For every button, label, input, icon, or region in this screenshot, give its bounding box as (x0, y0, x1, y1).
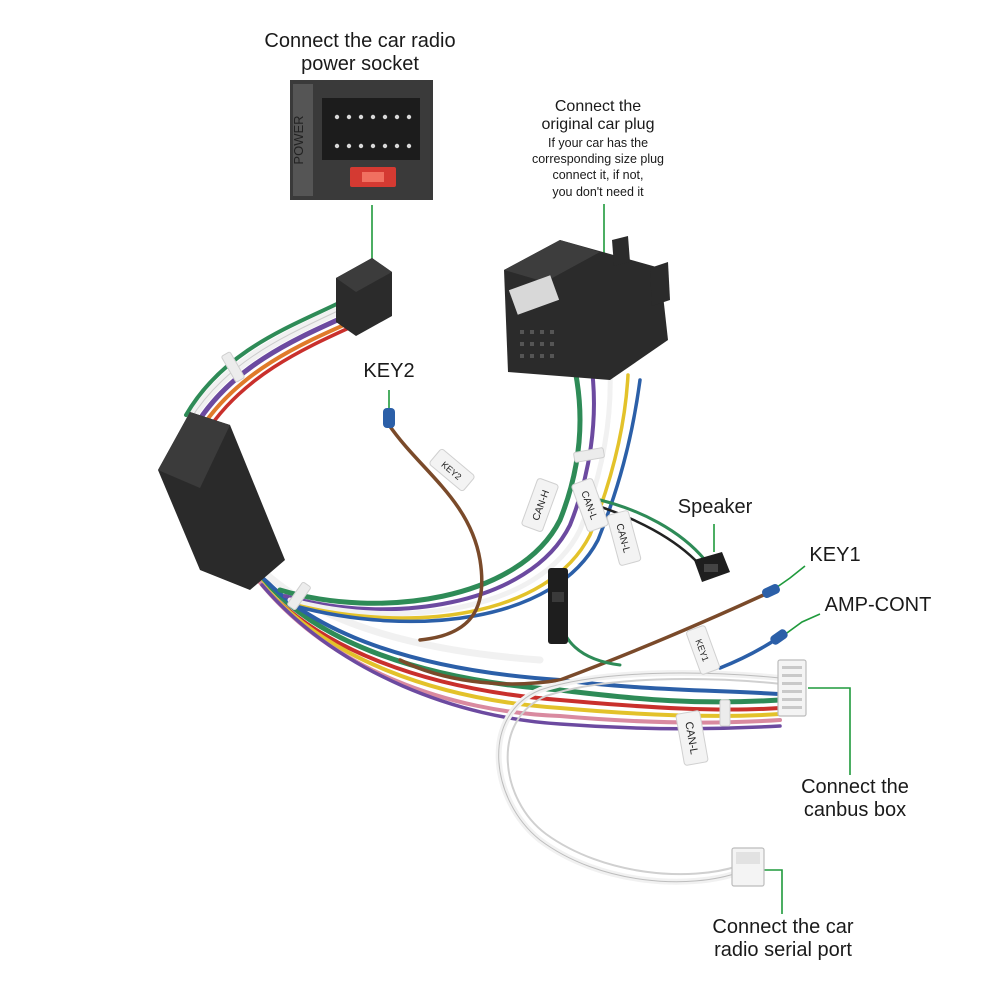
power-socket-pins-area (322, 98, 420, 160)
canbus-connector (777, 659, 807, 717)
power-panel-text: POWER (291, 115, 306, 164)
speaker-connector (694, 552, 730, 582)
wire-green-power (184, 298, 347, 417)
key2-wire-tip (383, 408, 395, 428)
leader-serial (762, 869, 783, 914)
wire-tags: CAN-H CAN-L CAN-L CAN-L KEY1 KEY2 (429, 448, 720, 766)
leader-canbus (808, 687, 851, 775)
power-label-panel (293, 84, 313, 196)
wire-yellow-to-plug (290, 373, 630, 620)
wire-green-trunk (247, 557, 783, 705)
callout-original-plug-note1: If your car has the (547, 135, 649, 150)
wire-white-to-plug (287, 367, 613, 617)
wire-brown-key2 (387, 423, 484, 642)
power-connector (336, 258, 392, 336)
power-socket-photo: POWER (290, 80, 433, 200)
callout-speaker: Speaker (677, 496, 753, 518)
callout-power-socket-line2: power socket (301, 53, 419, 75)
harness-control-box (158, 412, 285, 590)
wire-green-canbus (558, 610, 622, 667)
wire-brown-key1 (398, 590, 772, 686)
callout-original-plug-line2: original car plug (541, 116, 655, 134)
callout-original-plug-note2: corresponding size plug (531, 152, 665, 167)
callout-original-plug: Connect the original car plug If your ca… (500, 98, 696, 200)
wire-bundle (184, 298, 783, 885)
svg-text:CAN-L: CAN-L (682, 721, 700, 756)
callout-original-plug-note4: you don't need it (552, 184, 644, 199)
callout-canbus-line1: Connect the (801, 776, 909, 798)
amp-cont-wire-tip (770, 629, 788, 645)
tag-key2: KEY2 (429, 448, 475, 492)
wire-purple-trunk (260, 583, 782, 731)
leader-amp-cont (779, 613, 821, 639)
tag-can-h: CAN-H (521, 478, 559, 532)
callout-canbus: Connect the canbus box (790, 776, 920, 822)
wire-purple-power (193, 309, 358, 428)
power-socket-fuse-window (362, 172, 384, 182)
wire-orange-power (198, 316, 362, 432)
callout-serial-port-line1: Connect the car (712, 916, 854, 938)
wire-purple-to-plug (283, 368, 596, 612)
tag-key1: KEY1 (686, 625, 720, 675)
callout-original-plug-line1: Connect the (554, 98, 642, 115)
callout-power-socket-line1: Connect the car radio (264, 30, 456, 52)
wire-red-power (203, 320, 364, 436)
callout-key1: KEY1 (809, 544, 861, 566)
tag-can-l-2: CAN-L (606, 510, 642, 566)
plug-sticker (508, 275, 560, 315)
plug-pin-holes (520, 330, 554, 358)
tag-can-l-1: CAN-L (571, 478, 609, 532)
original-car-plug (504, 236, 670, 380)
wire-green-to-plug (277, 367, 583, 606)
callout-serial-port: Connect the car radio serial port (700, 916, 866, 962)
wire-white-serial-edge (498, 672, 781, 883)
callout-amp-cont: AMP-CONT (824, 594, 932, 616)
power-socket-pins (334, 114, 412, 149)
key1-wire-tip (762, 583, 780, 599)
cable-ties (221, 351, 731, 727)
callout-power-socket: Connect the car radio power socket (240, 30, 480, 76)
callout-original-plug-note3: connect it, if not, (552, 168, 644, 183)
inline-connector (548, 568, 568, 644)
wire-black-speaker (593, 503, 702, 567)
callout-key2: KEY2 (363, 360, 415, 382)
wire-green-speaker (598, 498, 707, 562)
wire-blue-amp (718, 636, 780, 670)
wire-grey-serial (506, 678, 783, 876)
wire-blue-to-plug (293, 378, 642, 624)
plug-latch (612, 236, 630, 266)
wire-yellow-trunk (253, 573, 782, 718)
callout-canbus-line2: canbus box (803, 799, 907, 821)
wire-white-power-edge (189, 304, 351, 421)
tag-can-l-3: CAN-L (675, 710, 709, 766)
serial-port-connector (731, 847, 765, 887)
callout-serial-port-line2: radio serial port (714, 939, 852, 961)
